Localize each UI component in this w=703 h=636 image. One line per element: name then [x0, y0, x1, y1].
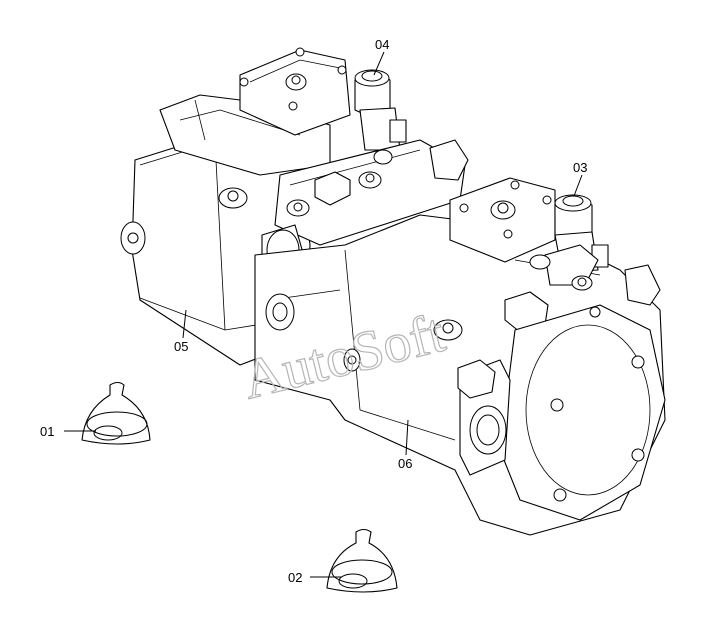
part-label-03: 03	[573, 160, 587, 175]
part-label-02: 02	[288, 570, 302, 585]
inlet-port	[457, 359, 511, 476]
regulator-rear	[239, 47, 407, 151]
part-label-05: 05	[174, 339, 188, 354]
part-label-06: 06	[398, 456, 412, 471]
leader-lines	[64, 51, 583, 578]
regulator-front	[449, 177, 661, 306]
seal-kit-bag-01	[81, 381, 151, 445]
seal-kit-bag-02	[326, 528, 398, 593]
front-end-cover	[499, 304, 666, 521]
part-label-04: 04	[375, 37, 389, 52]
part-label-01: 01	[40, 424, 54, 439]
